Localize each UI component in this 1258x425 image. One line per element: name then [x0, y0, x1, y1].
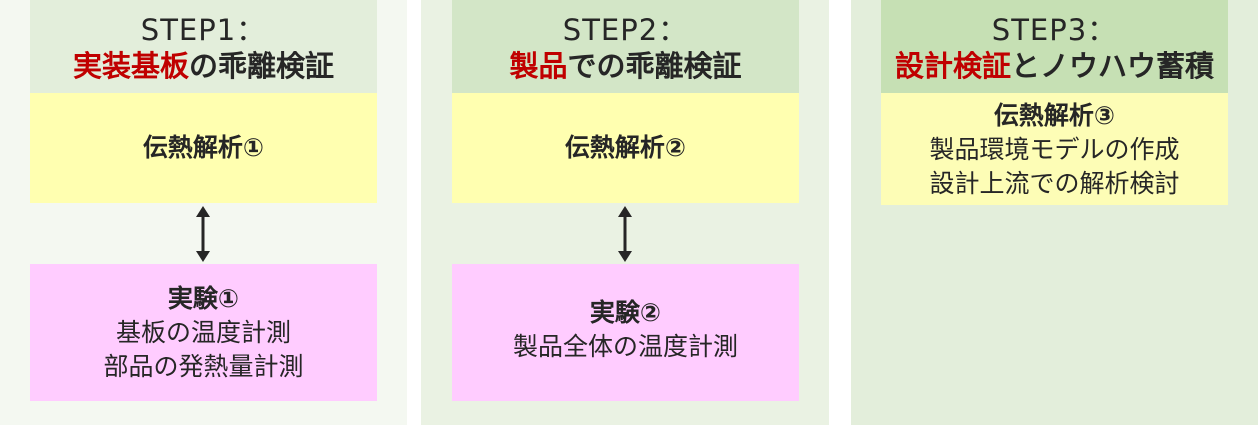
double-arrow-icon [618, 206, 632, 262]
step3-title-highlight: 設計検証 [894, 49, 1011, 83]
step3-header: STEP3： 設計検証とノウハウ蓄積 [881, 0, 1228, 93]
step2-experiment-box: 実験② 製品全体の温度計測 [452, 264, 799, 401]
step3-analysis-title: 伝熱解析③ [993, 101, 1116, 130]
step1-label: STEP1： [140, 13, 267, 47]
step2-title: 製品での乖離検証 [452, 48, 799, 84]
double-arrow-icon [196, 206, 210, 262]
step2-analysis-title: 伝熱解析② [564, 133, 687, 162]
step3-title-rest: とノウハウ蓄積 [1011, 49, 1215, 83]
step3-title: 設計検証とノウハウ蓄積 [881, 48, 1228, 84]
step2-analysis-box: 伝熱解析② [452, 93, 799, 203]
step1-title-highlight: 実装基板 [72, 49, 189, 83]
step1-title-rest: の乖離検証 [189, 49, 335, 83]
step1-title: 実装基板の乖離検証 [30, 48, 377, 84]
step2-experiment-line-1: 製品全体の温度計測 [512, 332, 738, 361]
step3-label: STEP3： [991, 13, 1118, 47]
step2-experiment-title: 実験② [589, 298, 662, 327]
step1-experiment-box: 実験① 基板の温度計測 部品の発熱量計測 [30, 264, 377, 401]
step1-experiment-line-2: 部品の発熱量計測 [103, 352, 304, 381]
step1-experiment-title: 実験① [167, 284, 240, 313]
step3-analysis-box: 伝熱解析③ 製品環境モデルの作成 設計上流での解析検討 [881, 93, 1228, 205]
step1-experiment-line-1: 基板の温度計測 [115, 318, 291, 347]
step3-analysis-line-1: 製品環境モデルの作成 [929, 135, 1180, 164]
step3-panel: STEP3： 設計検証とノウハウ蓄積 伝熱解析③ 製品環境モデルの作成 設計上流… [851, 0, 1258, 425]
step1-analysis-title: 伝熱解析① [142, 133, 265, 162]
step3-analysis-line-2: 設計上流での解析検討 [929, 169, 1180, 198]
step2-label: STEP2： [562, 13, 689, 47]
step1-analysis-box: 伝熱解析① [30, 93, 377, 203]
step2-title-rest: での乖離検証 [567, 49, 742, 83]
step2-title-highlight: 製品 [509, 49, 568, 83]
step1-header: STEP1： 実装基板の乖離検証 [30, 0, 377, 93]
step2-panel: STEP2： 製品での乖離検証 伝熱解析② 実験② 製品全体の温度計測 [421, 0, 829, 425]
step2-header: STEP2： 製品での乖離検証 [452, 0, 799, 93]
step1-panel: STEP1： 実装基板の乖離検証 伝熱解析① 実験① 基板の温度計測 部品の発熱… [0, 0, 407, 425]
